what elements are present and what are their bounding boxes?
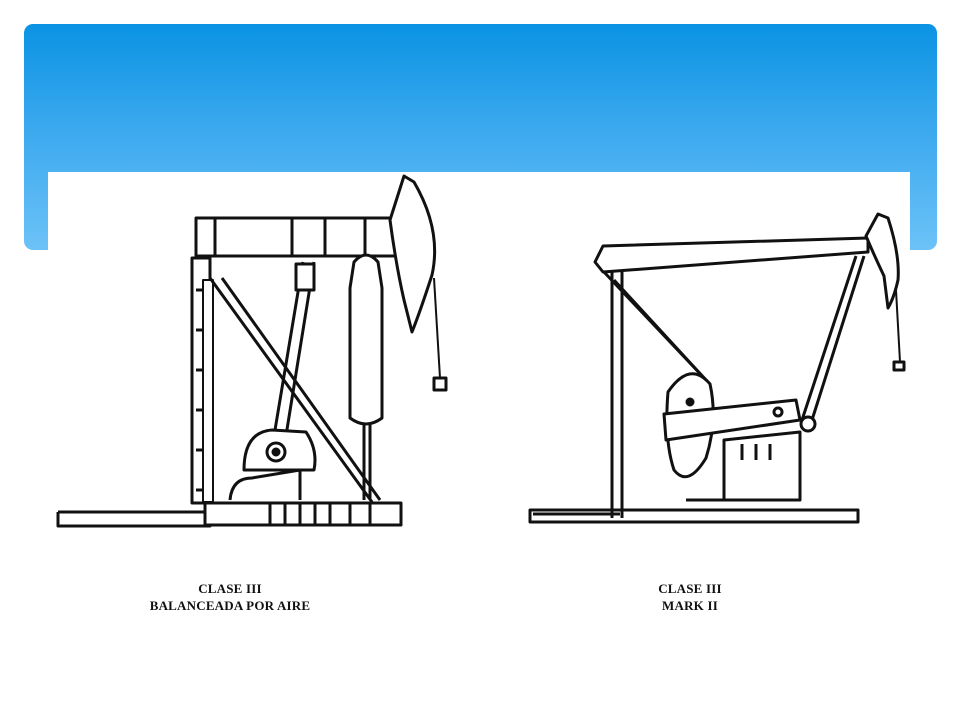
horse-head [388,174,437,334]
caption-left-line1: CLASE III [198,581,262,596]
crank-pin-mark [685,397,695,407]
wire-line-mark [895,289,901,363]
caption-left-line2: BALANCEADA POR AIRE [149,598,311,613]
caption-right-line1: CLASE III [658,581,722,596]
walking-beam-mark [593,236,870,274]
pitman-arm [270,261,305,449]
crank-arm [662,398,802,442]
pitman-arm-mark [800,255,858,421]
base-frame [203,501,403,527]
gear-reducer-mark [722,430,802,502]
base-skid-mark [528,508,860,524]
diagonal-brace [208,277,374,503]
horse-head-mark [864,212,900,310]
caption-right-line2: MARK II [662,598,718,613]
walking-beam [194,216,398,258]
polished-rod-clamp [432,376,448,392]
base-skid [56,510,212,528]
air-tank [348,253,384,426]
caption-right: CLASE III MARK II [590,580,790,614]
pumpjack-mark-ii [528,212,906,524]
pumpjack-air-balanced [56,174,448,528]
wire-line [433,277,441,379]
caption-left: CLASE III BALANCEADA POR AIRE [120,580,340,614]
